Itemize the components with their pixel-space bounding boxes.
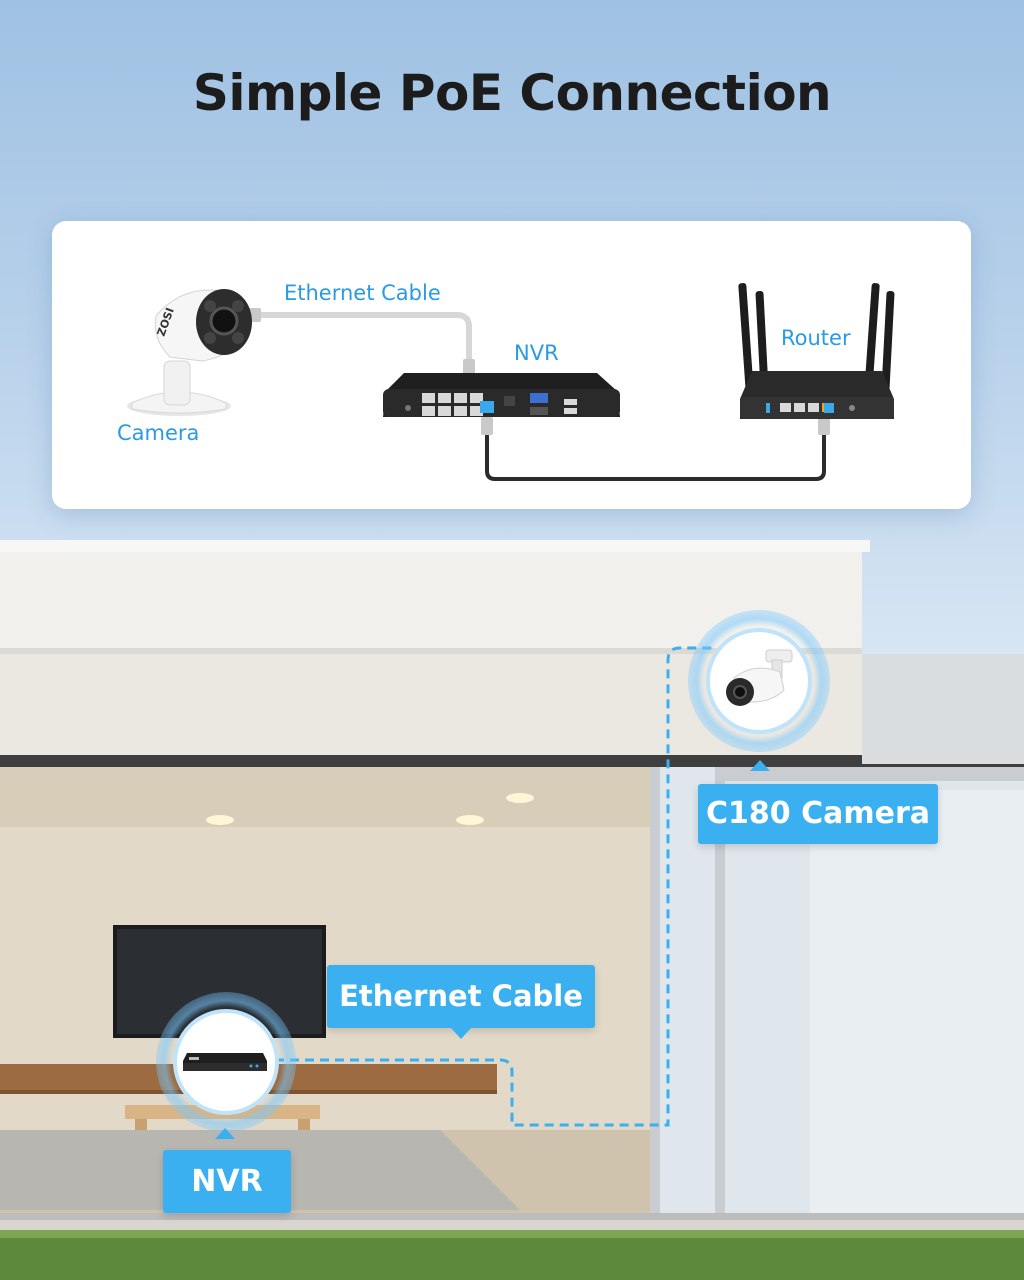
c180-camera-badge [706,628,812,734]
camera-label: Camera [117,421,200,445]
nvr-icon [183,1053,267,1071]
nvr-illustration [383,373,620,417]
dashed-cable-path [275,646,712,1127]
ethernet-cable-router [485,421,826,481]
ethernet-cable-callout: Ethernet Cable [327,965,595,1028]
rj45-plug-nvr-in [463,359,475,375]
connection-diagram: ZOSI [127,283,895,481]
nvr-callout: NVR [163,1150,291,1213]
rj45-plug-nvr-out [481,417,493,435]
ethernet-cable-callout-text: Ethernet Cable [339,979,583,1013]
c180-camera-callout: C180 Camera [698,784,938,844]
rj45-plug-router [818,417,830,435]
c180-camera-callout-text: C180 Camera [706,796,930,831]
nvr-label: NVR [514,341,559,365]
router-label: Router [781,326,851,350]
page-title: Simple PoE Connection [192,64,832,122]
ethernet-cable-camera [254,312,472,364]
camera-callout-arrow [750,760,770,771]
camera-illustration [127,289,252,416]
house-scene: C180 Camera Ethernet Cable NVR [0,530,1024,1280]
nvr-badge [173,1009,279,1115]
connection-diagram-card: ZOSI [52,221,971,509]
ethernet-cable-label: Ethernet Cable [284,281,441,305]
router-illustration [738,283,895,419]
house-illustration [0,540,1024,1280]
nvr-callout-text: NVR [191,1164,263,1199]
camera-icon [726,649,793,706]
ethernet-callout-arrow [451,1028,471,1039]
nvr-callout-arrow [215,1128,235,1139]
